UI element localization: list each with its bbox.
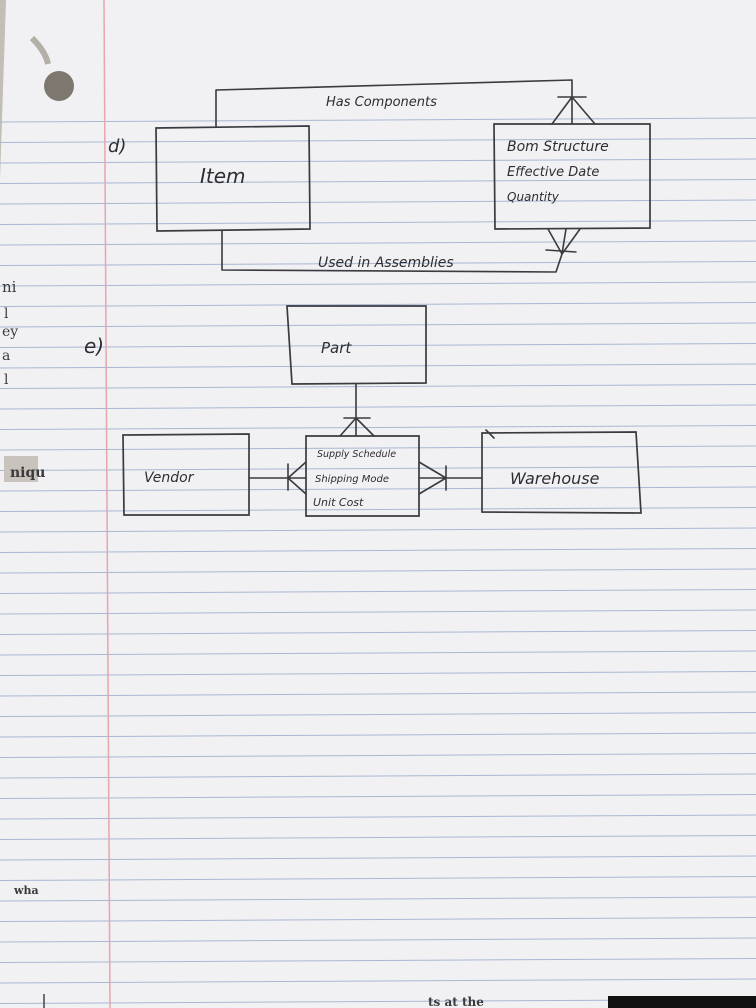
torn-patch: [4, 456, 38, 482]
ruled-line: [0, 835, 756, 840]
has-components-line: [215, 79, 573, 127]
ruled-line: [0, 896, 756, 902]
ruled-line: [0, 425, 756, 430]
ruled-line: [0, 507, 756, 512]
ruled-line: [0, 138, 756, 143]
ruled-line: [0, 589, 756, 594]
ruled-line: [0, 855, 756, 861]
ruled-line: [0, 404, 756, 410]
ruled-line: [0, 363, 756, 369]
ruled-line: [0, 917, 756, 922]
ruled-line: [0, 691, 756, 697]
ruled-line: [0, 343, 756, 348]
bom-entity-box: [493, 123, 651, 230]
ruled-line: [0, 199, 756, 205]
ruled-line: [0, 445, 756, 451]
bom-attribute: Quantity: [507, 190, 560, 204]
item-entity-box: [155, 125, 311, 232]
ruled-line: [0, 712, 756, 717]
ruled-line: [0, 876, 756, 881]
used-in-assemblies-line: [221, 230, 563, 273]
ruled-line: [0, 978, 756, 984]
crows-foot-bottom: [545, 228, 581, 255]
bleed-bottom-text: ts at the: [428, 995, 484, 1008]
ruled-line: [0, 158, 756, 164]
dark-corner: [608, 996, 756, 1008]
bom-attribute: Bom Structure: [507, 139, 609, 155]
ruled-line: [0, 958, 756, 963]
diagram-e-label: e): [84, 334, 104, 358]
ruled-line: [0, 814, 756, 820]
ruled-line: [0, 302, 756, 307]
diagram-e: e) Part Vendor Warehouse Supply Schedule…: [84, 305, 642, 517]
supply-attribute: Unit Cost: [313, 496, 364, 509]
bleed-word: wha: [13, 884, 39, 897]
diagram-d-label: d): [108, 136, 126, 157]
bleed-word: niqu: [10, 465, 45, 481]
ruled-line: [0, 486, 756, 492]
ruled-lines: [0, 117, 756, 1004]
supply-entity-box: [305, 435, 420, 517]
ruled-line: [0, 240, 756, 246]
ruled-line: [0, 179, 756, 184]
punch-hole: [44, 71, 74, 101]
item-entity-label: Item: [200, 164, 246, 188]
supply-attribute: Supply Schedule: [317, 449, 396, 460]
bom-attribute: Effective Date: [507, 165, 599, 180]
ruled-line: [0, 568, 756, 574]
part-entity-box: [286, 305, 427, 385]
supply-attribute: Shipping Mode: [315, 474, 389, 485]
bleed-fragment: ni: [2, 278, 17, 296]
warehouse-mark: [485, 429, 495, 439]
ruled-line: [0, 117, 756, 123]
has-components-label: Has Components: [326, 95, 437, 110]
ruled-line: [0, 527, 756, 533]
ruled-line: [0, 609, 756, 615]
bleed-fragment: l: [4, 306, 9, 322]
crows-foot-top: [551, 96, 596, 125]
crows-foot-part: [339, 417, 375, 437]
warehouse-entity-box: [481, 431, 642, 514]
ruled-line: [0, 466, 756, 471]
ruled-line: [0, 281, 756, 287]
ruled-line: [0, 630, 756, 635]
ruled-line: [0, 220, 756, 225]
ruled-line: [0, 384, 756, 389]
vendor-entity-label: Vendor: [144, 470, 195, 486]
bleed-fragment: l: [4, 372, 9, 388]
crows-foot-warehouse: [418, 461, 447, 495]
ruled-line: [0, 650, 756, 656]
pencil-smudge: [29, 35, 51, 65]
bleed-fragment: ey: [2, 324, 18, 340]
used-in-assemblies-label: Used in Assemblies: [318, 255, 454, 271]
ruled-line: [0, 753, 756, 758]
ruled-line: [0, 732, 756, 738]
ruled-line: [0, 794, 756, 799]
part-entity-label: Part: [321, 339, 352, 357]
ruled-line: [0, 773, 756, 779]
ruled-line: [0, 548, 756, 553]
bleed-fragment: a: [2, 348, 10, 364]
ruled-line: [0, 322, 756, 328]
vendor-entity-box: [122, 433, 250, 516]
diagram-d: d) Item Bom Structure Effective Date Qua…: [108, 79, 651, 273]
warehouse-entity-label: Warehouse: [510, 469, 600, 488]
ruled-line: [0, 937, 756, 943]
ruled-line: [0, 261, 756, 266]
crows-foot-vendor: [287, 461, 307, 495]
ruled-line: [0, 671, 756, 676]
margin-line: [103, 0, 111, 1008]
